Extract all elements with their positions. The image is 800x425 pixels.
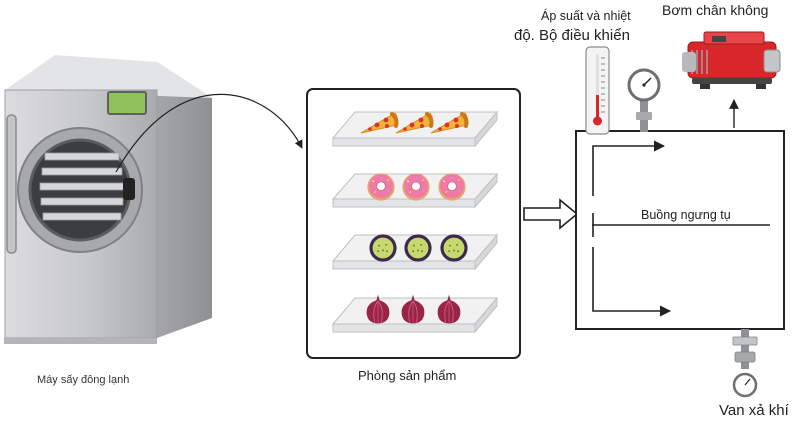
- product-chamber: [306, 88, 521, 359]
- freeze-dryer-machine: [4, 55, 212, 344]
- donut-icon: [366, 172, 396, 202]
- donut-icon: [401, 172, 431, 202]
- thermometer: [585, 46, 610, 135]
- shelf-pizza: [331, 110, 499, 148]
- donut-icon: [437, 172, 467, 202]
- eggplant-slice-icon: [440, 234, 468, 262]
- product-chamber-label: Phòng sản phẩm: [358, 368, 457, 383]
- pressure-temp-label-line2: độ. Bộ điều khiển: [514, 27, 630, 44]
- freeze-dryer-label: Máy sấy đông lạnh: [37, 374, 130, 386]
- dryer-inner-trays: [39, 152, 125, 221]
- vacuum-pump-label: Bơm chân không: [662, 2, 769, 18]
- flow-hollow-arrow: [523, 198, 579, 230]
- vent-valve-label: Van xả khí: [719, 402, 789, 419]
- condenser-chamber: [575, 130, 785, 330]
- pressure-gauge: [627, 68, 661, 132]
- dryer-to-chamber-arrow: [115, 93, 303, 173]
- dryer-door-handle[interactable]: [6, 114, 17, 254]
- eggplant-slice-icon: [404, 234, 432, 262]
- condenser-chamber-label: Buồng ngưng tụ: [641, 208, 731, 222]
- shelf-donut: [331, 172, 499, 209]
- dryer-display-screen: [107, 91, 147, 115]
- shelf-onion: [331, 294, 499, 334]
- shelf-eggplant: [331, 233, 499, 271]
- vent-valve: [732, 329, 758, 398]
- eggplant-slice-icon: [369, 234, 397, 262]
- vacuum-pump: [682, 31, 781, 89]
- pressure-temp-label-line1: Áp suất và nhiệt: [541, 9, 631, 23]
